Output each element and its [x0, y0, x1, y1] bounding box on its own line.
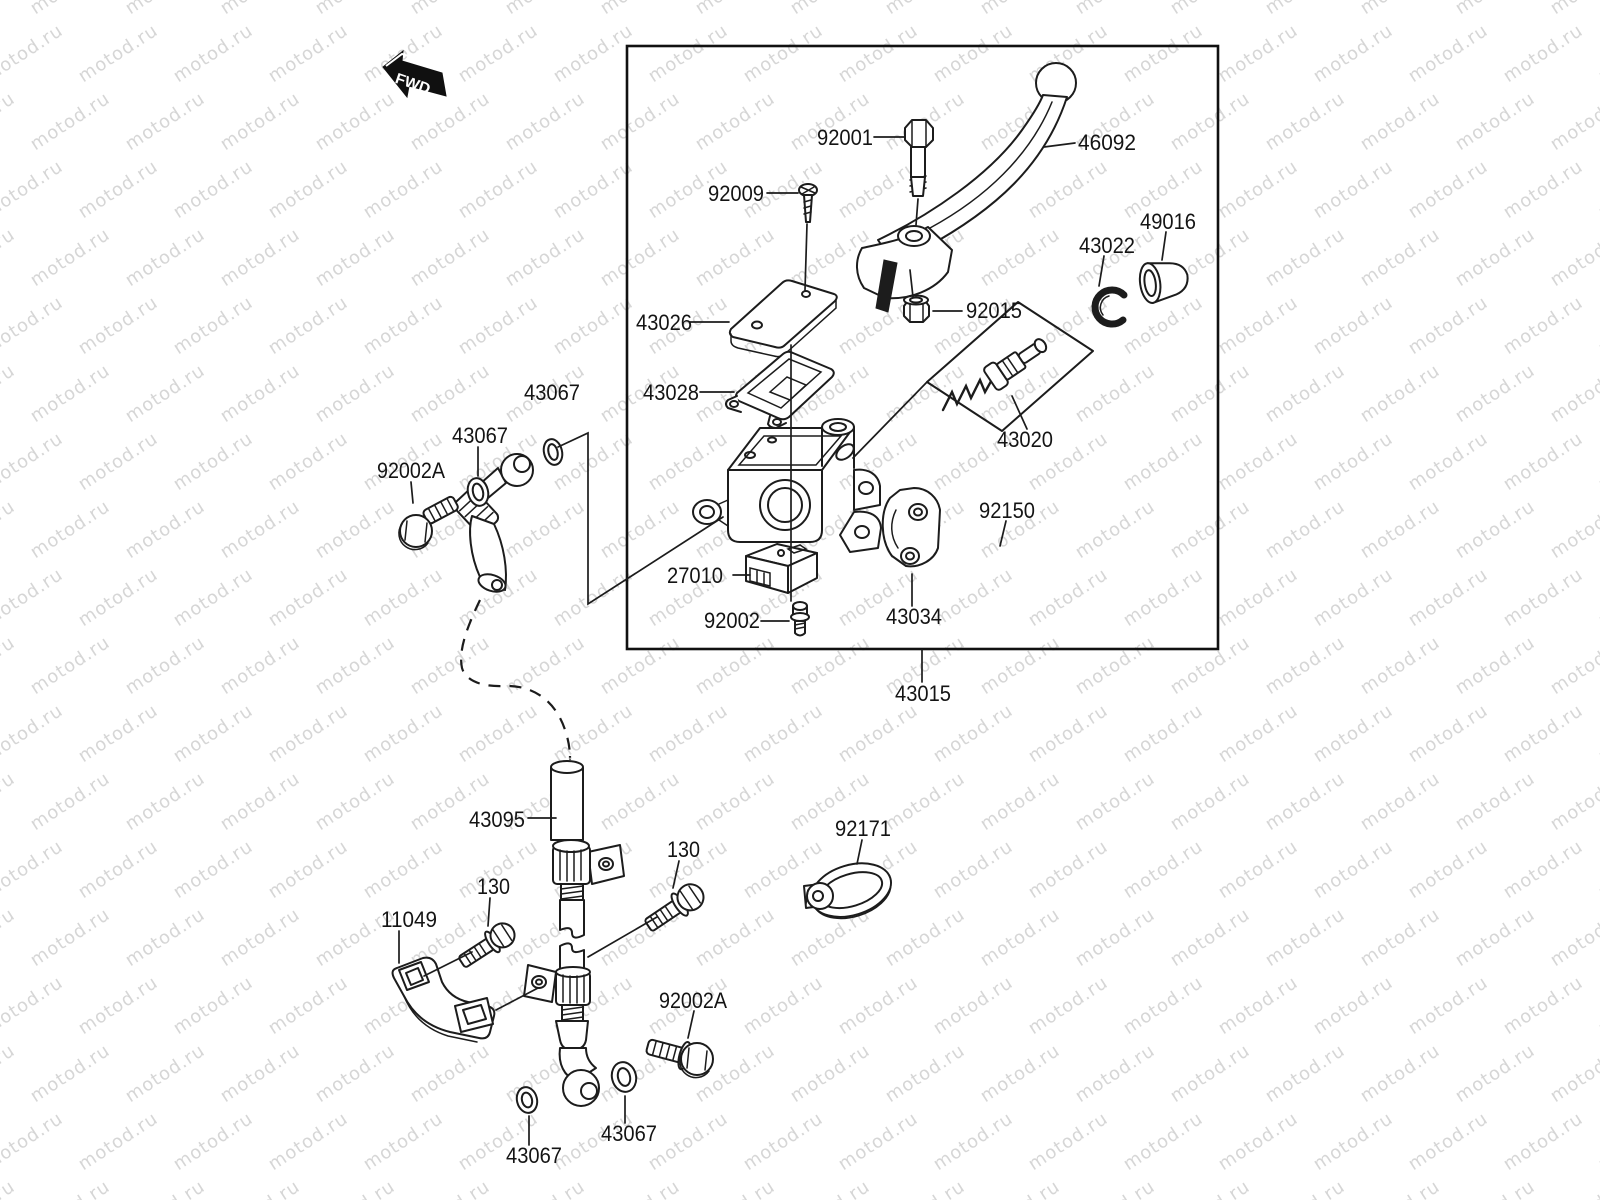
diaphragm-drawing [725, 350, 835, 429]
part-label-43067-left: 43067 [452, 423, 508, 448]
part-label-43067-lower-right: 43067 [601, 1121, 657, 1146]
cap-screw-drawing [798, 183, 818, 223]
assembly-border-box [625, 44, 1220, 651]
lower-hose-drawing [523, 760, 625, 1107]
band-clamp-drawing [803, 862, 893, 920]
part-label-43026: 43026 [636, 310, 692, 335]
small-bolt-drawing [790, 601, 810, 637]
part-label-27010: 27010 [667, 563, 723, 588]
brake-switch-drawing [745, 543, 818, 594]
pivot-nut-drawing [903, 294, 930, 323]
part-label-92002a-left: 92002A [377, 458, 445, 483]
part-label-49016: 49016 [1140, 209, 1196, 234]
part-label-92002: 92002 [704, 608, 760, 633]
part-label-92171: 92171 [835, 816, 891, 841]
dust-boot-drawing [1138, 262, 1189, 304]
fwd-arrow-icon: FWD [382, 49, 447, 99]
part-label-92150: 92150 [979, 498, 1035, 523]
piston-kit-drawing [926, 301, 1094, 432]
part-label-43022: 43022 [1079, 233, 1135, 258]
part-label-130-right: 130 [667, 837, 700, 862]
circlip-drawing [1091, 286, 1128, 328]
part-label-92001: 92001 [817, 125, 873, 150]
leader-lines [398, 136, 1167, 1146]
bolt-130-right-drawing [644, 883, 705, 932]
part-label-46092: 46092 [1078, 130, 1136, 155]
part-label-43067-top: 43067 [524, 380, 580, 405]
part-label-43034: 43034 [886, 604, 942, 629]
washer-lower-right-drawing [610, 1061, 638, 1093]
clamp-holder-drawing [881, 487, 941, 568]
part-label-43015: 43015 [895, 681, 951, 706]
banjo-bolt-upper-drawing [398, 495, 459, 551]
hose-route-dashed-line [460, 599, 572, 760]
part-label-11049: 11049 [381, 907, 437, 932]
banjo-bolt-lower-drawing [645, 1038, 714, 1079]
pivot-bolt-drawing [904, 119, 934, 197]
bolt-130-left-drawing [458, 922, 516, 968]
part-label-43067-lower-left: 43067 [506, 1143, 562, 1168]
part-label-43028: 43028 [643, 380, 699, 405]
part-label-43095: 43095 [469, 807, 525, 832]
brake-lever-drawing [856, 62, 1077, 313]
washer-upper-right-drawing [542, 438, 564, 466]
part-label-92002a-lower: 92002A [659, 988, 727, 1013]
master-cylinder-drawing [692, 418, 882, 553]
part-labels: 92001 46092 92009 49016 43022 92015 4302… [377, 125, 1196, 1168]
upper-hose-drawing [453, 453, 534, 593]
washer-upper-left-drawing [466, 477, 490, 507]
part-label-92009: 92009 [708, 181, 764, 206]
reservoir-cap-drawing [728, 279, 838, 358]
part-label-92015: 92015 [966, 298, 1022, 323]
bracket-drawing [391, 956, 496, 1043]
part-label-130-left: 130 [477, 874, 510, 899]
washer-lower-left-drawing [515, 1086, 539, 1114]
part-label-43020: 43020 [997, 427, 1053, 452]
